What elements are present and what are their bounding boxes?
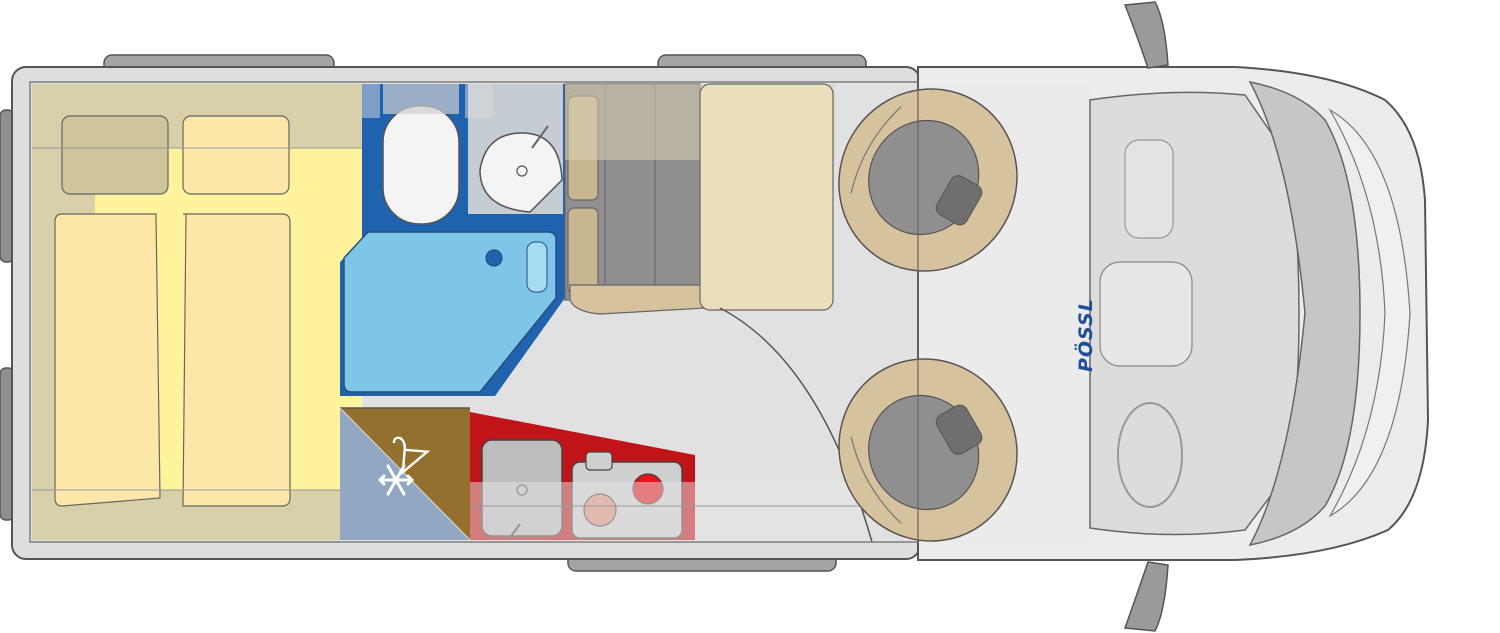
rear-bed	[32, 84, 362, 540]
wardrobe-fridge-unit	[339, 407, 471, 541]
windscreen	[1248, 80, 1361, 547]
dash-glovebox	[1124, 139, 1174, 239]
cab-seat-passenger	[838, 88, 1018, 272]
interior-outline	[29, 81, 919, 543]
brand-logo: PÖSSL	[1073, 298, 1097, 372]
shower-shelf	[526, 241, 548, 293]
bed-mattress-right	[182, 213, 291, 507]
hob-control	[585, 451, 613, 471]
bonnet	[1328, 108, 1411, 518]
basin-tap	[531, 125, 549, 149]
hanger-icon	[392, 436, 431, 476]
toilet	[382, 105, 460, 225]
mirror-bottom	[1123, 561, 1169, 632]
snowflake-icon	[378, 464, 414, 496]
bed-pillow-left	[61, 115, 169, 195]
shower-tray	[343, 231, 557, 393]
dash-center-console	[1099, 261, 1193, 367]
washbasin	[479, 132, 563, 213]
basin-drain	[516, 165, 528, 177]
cab-seat-driver	[838, 358, 1018, 542]
bathroom	[340, 84, 565, 396]
fridge-diagonal	[339, 407, 471, 541]
dinette-table	[699, 83, 834, 311]
bed-pillow-right	[182, 115, 290, 195]
bench-cushion-bottom	[567, 207, 599, 295]
toilet-tank	[383, 84, 459, 114]
bathroom-window-left	[362, 84, 380, 118]
kitchen	[470, 412, 872, 542]
steering-wheel	[1117, 402, 1183, 508]
bench-base	[569, 284, 707, 315]
shower-drain	[485, 249, 503, 267]
kitchen-countertop-overlay	[470, 482, 872, 542]
mirror-top	[1123, 1, 1169, 69]
bed-mattress-left	[54, 213, 161, 507]
